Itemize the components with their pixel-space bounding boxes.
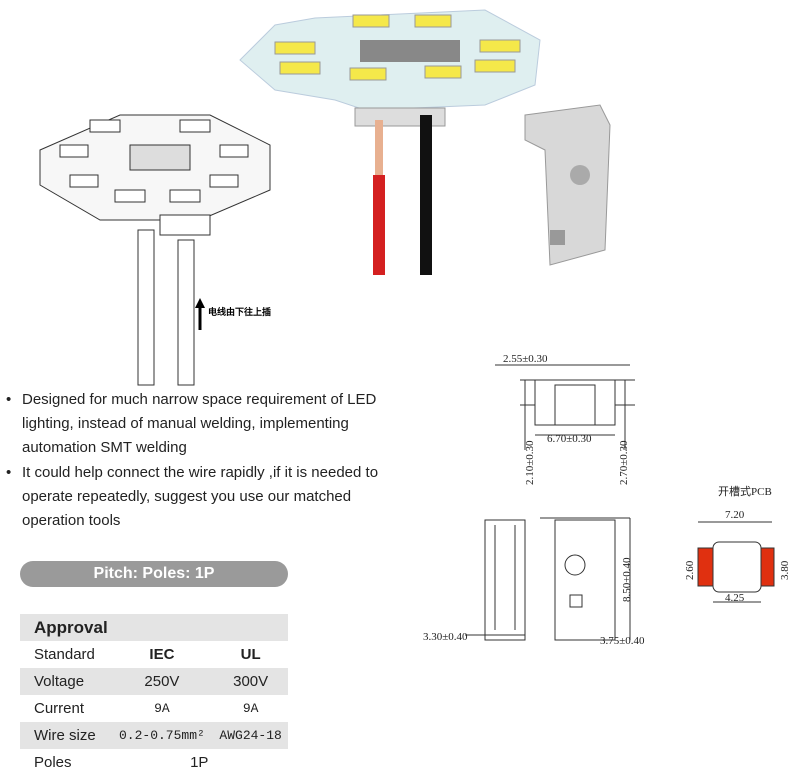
svg-text:开槽式PCB: 开槽式PCB	[718, 485, 772, 498]
led-board-photo	[239, 9, 541, 275]
svg-text:8.50±0.40: 8.50±0.40	[621, 557, 633, 602]
feature-bullet: •It could help connect the wire rapidly …	[6, 464, 379, 529]
svg-text:2.55±0.30: 2.55±0.30	[503, 353, 548, 365]
svg-text:4.25: 4.25	[725, 592, 745, 604]
connector-line-drawing	[39, 114, 271, 386]
svg-text:2.70±0.30: 2.70±0.30	[618, 440, 630, 485]
svg-text:3.75±0.40: 3.75±0.40	[600, 635, 645, 647]
dimension-drawing: 2.55±0.30 6.70±0.30 2.10±0.30 2.70±0.30 …	[423, 353, 645, 647]
feature-bullet: •Designed for much narrow space requirem…	[6, 391, 377, 456]
svg-text:2.60: 2.60	[684, 560, 696, 580]
svg-text:2.10±0.30: 2.10±0.30	[524, 440, 536, 485]
svg-text:3.80: 3.80	[779, 560, 791, 580]
wire-insert-note: 电线由下往上插	[208, 307, 272, 317]
svg-text:6.70±0.30: 6.70±0.30	[547, 433, 592, 445]
svg-text:3.30±0.40: 3.30±0.40	[423, 631, 468, 643]
table-title: Approval	[20, 614, 288, 641]
svg-text:7.20: 7.20	[725, 509, 745, 521]
slotted-pcb-drawing: 开槽式PCB 7.20 2.60 3.80 4.25	[684, 485, 791, 604]
pitch-poles-banner: Pitch: Poles: 1P	[20, 561, 288, 587]
terminal-clip-photo	[524, 104, 611, 266]
